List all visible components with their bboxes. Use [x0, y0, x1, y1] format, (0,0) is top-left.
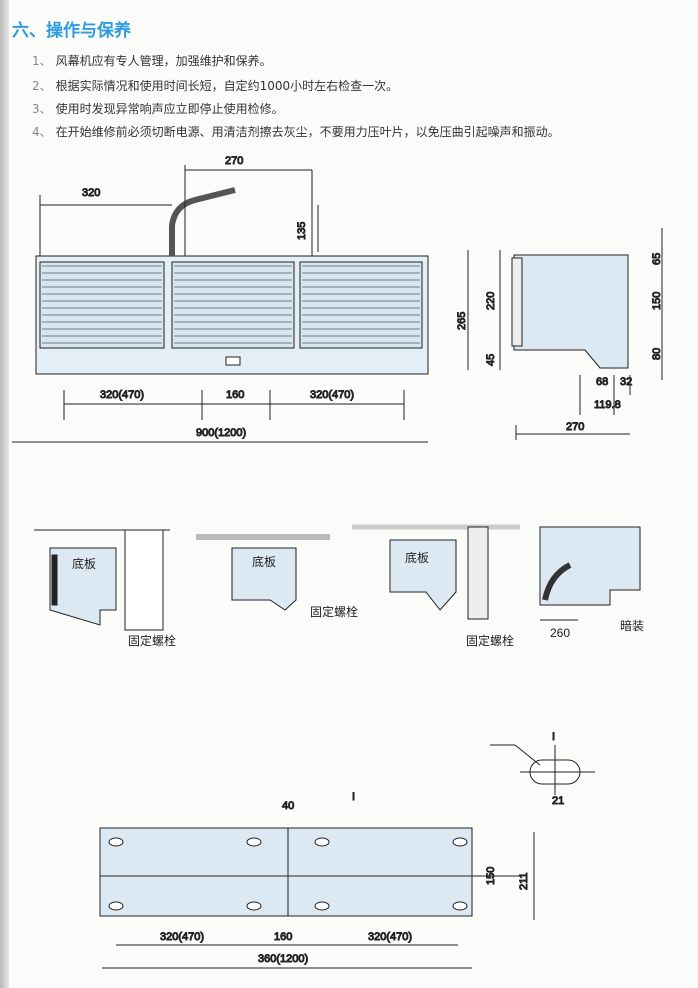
mount-hole [452, 837, 468, 847]
dim-320-470-right: 320(470) [310, 389, 354, 401]
label-concealed: 暗装 [620, 619, 645, 633]
mount-hole [108, 837, 124, 847]
dim-220: 220 [485, 292, 497, 310]
dim-21: 21 [552, 795, 564, 807]
dim-80: 80 [651, 348, 663, 360]
dim-119-8: 119.8 [594, 399, 621, 411]
dim-320-470-left: 320(470) [100, 389, 144, 401]
list-item: 4、在开始维修前必须切断电源、用清洁剂擦去灰尘，不要用力压叶片，以免压曲引起噪声… [32, 125, 560, 139]
dim-320-470-br: 320(470) [368, 931, 412, 943]
dim-320-470-bl: 320(470) [160, 931, 204, 943]
list-item: 1、风幕机应有专人管理，加强维护和保养。 [32, 54, 272, 68]
dim-270: 270 [225, 155, 243, 167]
label-base-plate-2: 底板 [252, 555, 277, 569]
label-fix-bolt-1: 固定螺栓 [128, 634, 177, 648]
dim-45: 45 [485, 354, 497, 366]
dim-32: 32 [620, 376, 632, 388]
dim-65: 65 [651, 253, 663, 265]
front-view-drawing [12, 165, 429, 443]
dim-360-1200: 360(1200) [258, 953, 308, 965]
label-fix-bolt-2: 固定螺栓 [310, 605, 359, 619]
label-fix-bolt-3: 固定螺栓 [466, 634, 515, 648]
dim-40: 40 [282, 800, 294, 812]
mount-hole [314, 901, 330, 911]
dim-265: 265 [456, 312, 468, 330]
dim-900-1200: 900(1200) [196, 427, 246, 439]
mount-hole [452, 901, 468, 911]
side-view-drawing [467, 228, 663, 440]
dim-68: 68 [596, 376, 608, 388]
dim-160-bottom: 160 [274, 931, 292, 943]
list-item: 3、使用时发现异常响声应立即停止使用检修。 [32, 102, 284, 116]
label-base-plate-1: 底板 [72, 557, 97, 571]
label-base-plate-3: 底板 [405, 551, 430, 565]
dim-270-depth: 270 [566, 421, 584, 433]
list-item: 2、根据实际情况和使用时间长短，自定约1000小时左右检查一次。 [32, 79, 399, 93]
scan-edge [0, 0, 9, 988]
dim-160: 160 [226, 389, 244, 401]
mount-hole [314, 837, 330, 847]
mount-hole [246, 901, 262, 911]
section-heading: 六、操作与保养 [12, 21, 131, 41]
mount-hole [108, 901, 124, 911]
detail-mark-top: I [552, 731, 555, 743]
dim-150: 150 [651, 292, 663, 310]
dim-320: 320 [82, 187, 100, 199]
bottom-view-drawing [99, 744, 595, 969]
dim-211: 211 [518, 872, 530, 890]
install-diagrams [34, 524, 641, 631]
dim-260: 260 [550, 626, 571, 640]
dim-135: 135 [296, 222, 308, 240]
dim-150-bottom: 150 [485, 867, 497, 885]
detail-mark: I [352, 791, 355, 803]
mount-hole [246, 837, 262, 847]
